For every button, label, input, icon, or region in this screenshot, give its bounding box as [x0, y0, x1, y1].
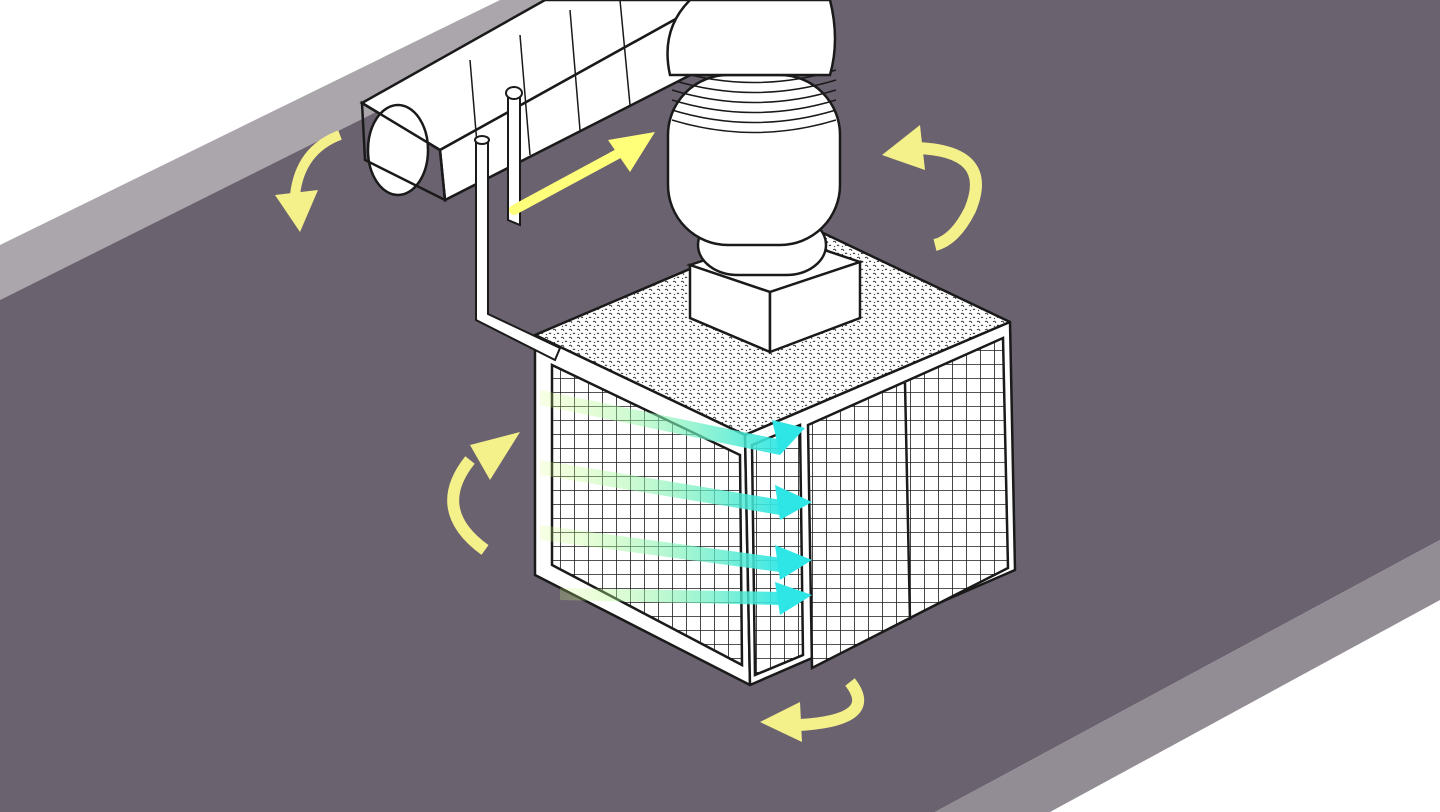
fan-housing	[666, 69, 864, 354]
duct-opening	[366, 103, 430, 197]
cool-air-arrow	[540, 525, 812, 580]
intake-arrow-bottom	[760, 678, 865, 742]
fan-cylinder	[666, 73, 842, 247]
cool-air-arrows	[540, 390, 812, 615]
pipe-flow-arrow	[509, 132, 655, 215]
intake-arrow-left	[447, 432, 520, 555]
pad-right-divider	[903, 382, 912, 621]
duct-front	[360, 100, 447, 203]
cool-air-arrow	[540, 460, 812, 520]
cooling-pad-right	[750, 336, 1010, 677]
intake-arrow-upper-left	[275, 130, 342, 232]
fan-base-right	[768, 260, 862, 354]
intake-arrow-upper-right	[882, 125, 982, 251]
roof-edge-lower	[935, 540, 1440, 812]
elbow-duct	[666, 0, 837, 77]
cool-air-arrow	[560, 582, 812, 615]
cool-air-arrow	[540, 390, 805, 455]
water-pipes	[474, 86, 562, 362]
